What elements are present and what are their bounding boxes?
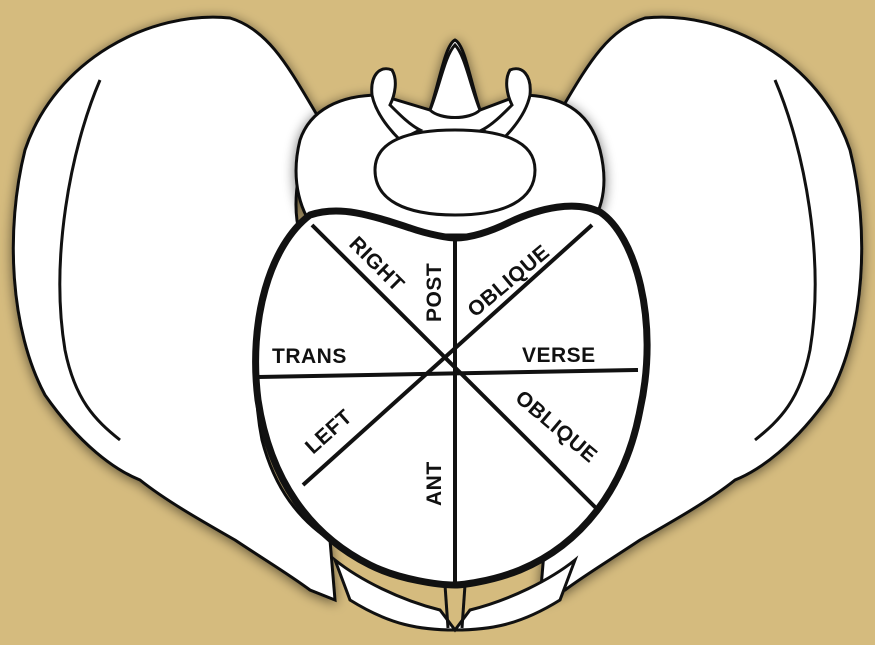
label-trans: TRANS (272, 345, 347, 368)
label-verse: VERSE (522, 344, 596, 367)
vertebral-body (375, 130, 535, 215)
label-post: POST (423, 263, 446, 322)
label-ant: ANT (423, 461, 446, 506)
